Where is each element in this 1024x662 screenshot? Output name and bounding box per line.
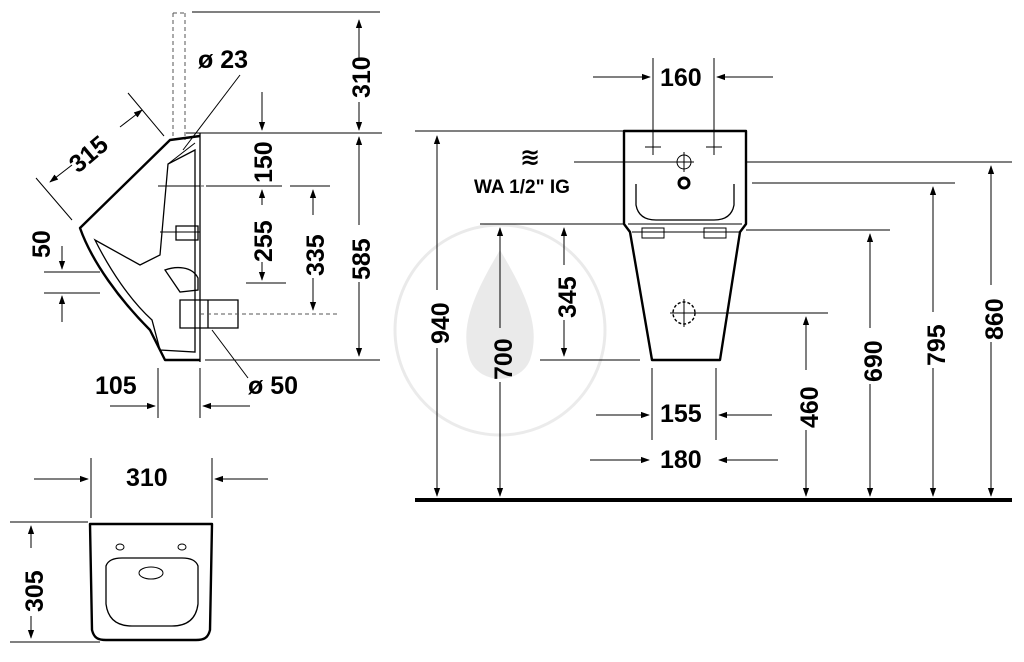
dim-label-155: 155: [660, 400, 702, 428]
dim-310-supply: 310: [186, 11, 382, 134]
dim-label-315: 315: [64, 130, 114, 178]
urinal-front-outline: [622, 129, 748, 362]
dim-180: 180: [590, 446, 778, 474]
dim-label-160: 160: [660, 64, 702, 92]
dim-335: 335: [290, 185, 330, 311]
dim-305-depth: 305: [10, 521, 100, 643]
dim-label-310-width: 310: [126, 464, 168, 492]
outlet-elbow: [163, 266, 199, 293]
vent-right: [703, 227, 727, 239]
vent-left: [641, 227, 665, 239]
dim-label-255: 255: [250, 220, 278, 262]
top-bowl: [105, 557, 199, 627]
side-view: 310 ø 23 315 150 255: [28, 11, 382, 418]
dim-label-310: 310: [348, 56, 376, 98]
water-supply-icon: ≋: [520, 143, 540, 171]
dim-label-940: 940: [427, 302, 455, 344]
dim-label-585: 585: [348, 238, 376, 280]
dim-label-150: 150: [250, 141, 278, 183]
dim-310-width: 310: [34, 458, 268, 518]
top-view: 310 305: [10, 458, 268, 643]
dim-label-795: 795: [923, 324, 951, 366]
dim-waste-diameter: ø 50: [211, 329, 298, 400]
front-view: 160 ≋ WA 1/2" IG 940 700 345: [415, 58, 1012, 502]
bowl-opening: [635, 184, 735, 221]
dim-label-105: 105: [95, 372, 137, 400]
urinal-side-outline: [78, 134, 201, 362]
top-drain: [138, 566, 164, 580]
water-supply-text: WA 1/2" IG: [474, 177, 570, 198]
dim-690: 690: [746, 229, 890, 497]
dim-50-lip: 50: [28, 230, 100, 322]
dim-700: 700: [480, 223, 624, 497]
dim-795: 795: [752, 182, 955, 497]
dim-label-335: 335: [302, 234, 330, 276]
dim-label-700: 700: [490, 338, 518, 380]
dim-label-d50: ø 50: [248, 372, 298, 400]
inlet-connector: [175, 225, 199, 241]
dim-label-d23: ø 23: [198, 46, 248, 74]
top-hole-left: [115, 543, 125, 551]
urinal-top-outline: [88, 522, 214, 642]
waste-outlet: [670, 299, 698, 327]
dim-pipe-diameter: ø 23: [182, 46, 248, 151]
dim-160: 160: [593, 58, 773, 142]
dim-155: 155: [596, 368, 772, 440]
dim-460: 460: [698, 312, 828, 497]
dim-345: 345: [540, 227, 640, 361]
dim-255: 255: [246, 189, 286, 284]
mounting-holes: [645, 139, 722, 190]
dim-150: 150: [206, 92, 282, 187]
dim-label-460: 460: [796, 386, 824, 428]
dim-label-180: 180: [660, 446, 702, 474]
dim-860: 860: [746, 161, 1012, 497]
top-hole-right: [177, 543, 187, 551]
dim-label-860: 860: [981, 298, 1009, 340]
dim-label-690: 690: [860, 340, 888, 382]
dim-label-305: 305: [21, 570, 49, 612]
dim-105: 105: [95, 368, 250, 418]
dim-940: 940: [415, 130, 624, 497]
dim-315-depth: 315: [35, 92, 165, 221]
dim-label-345: 345: [554, 276, 582, 318]
supply-pipe: [172, 12, 186, 140]
urinal-inner-outline: [93, 148, 196, 353]
dim-label-50: 50: [28, 230, 56, 258]
dim-585: 585: [205, 136, 380, 361]
water-supply-label: ≋ WA 1/2" IG: [474, 143, 676, 198]
